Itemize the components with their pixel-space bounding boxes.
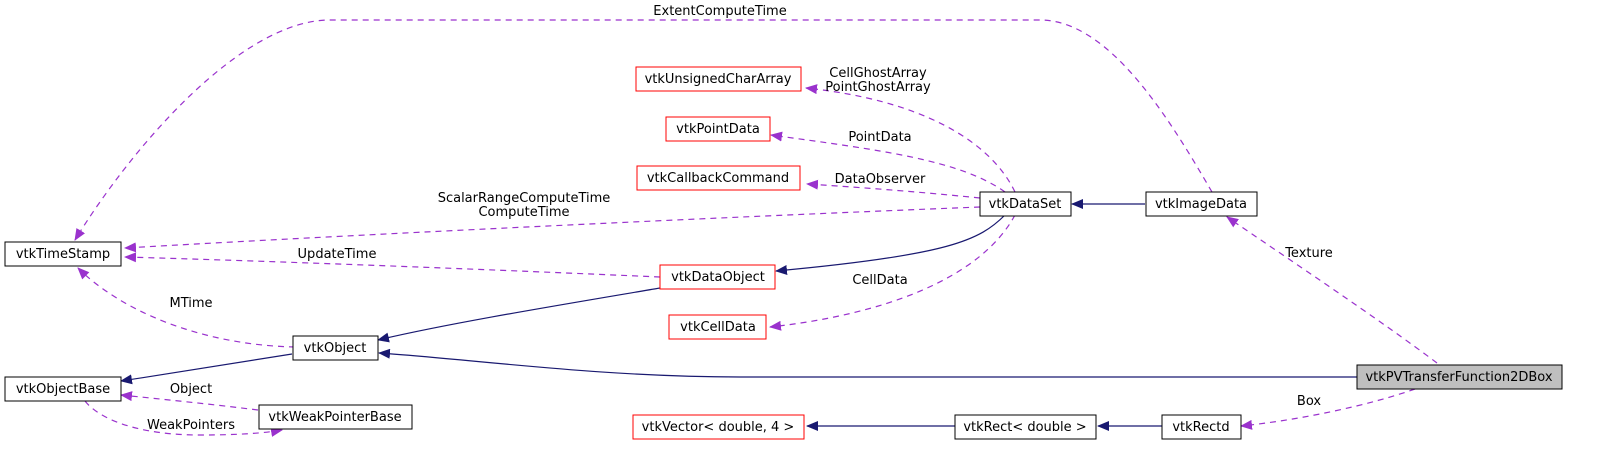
node-vtkRect-double[interactable]: vtkRect< double > (954, 414, 1097, 440)
node-label: vtkWeakPointerBase (268, 410, 401, 425)
node-vtkDataObject[interactable]: vtkDataObject (659, 264, 776, 290)
node-label: vtkDataObject (671, 270, 765, 285)
node-label: vtkPointData (676, 122, 760, 137)
edge-scalar-range-compute-time (124, 206, 981, 253)
node-label: vtkPVTransferFunction2DBox (1365, 370, 1552, 385)
edge-point-data (770, 131, 1006, 193)
edge-label-box: Box (1297, 394, 1321, 409)
node-vtkObject[interactable]: vtkObject (292, 335, 379, 361)
edge-label-scalar-range-compute-time: ScalarRangeComputeTime (438, 191, 611, 206)
node-label: vtkVector< double, 4 > (642, 420, 795, 435)
node-vtkCellData[interactable]: vtkCellData (668, 314, 767, 340)
node-label: vtkObjectBase (16, 382, 110, 397)
node-vtkPVTransferFunction2DBox[interactable]: vtkPVTransferFunction2DBox (1356, 364, 1563, 390)
edge-label-point-data: PointData (848, 130, 911, 145)
node-vtkImageData[interactable]: vtkImageData (1145, 191, 1258, 217)
edge-label-cell-ghost-array: CellGhostArray (829, 66, 927, 81)
edge-weak-pointers (84, 400, 283, 437)
node-vtkCallbackCommand[interactable]: vtkCallbackCommand (636, 165, 801, 191)
edge-label-update-time: UpdateTime (298, 247, 377, 262)
node-label: vtkUnsignedCharArray (645, 72, 792, 87)
edge-label-texture: Texture (1284, 246, 1333, 261)
edge-object-inherits-objectbase (120, 353, 293, 385)
node-label: vtkDataSet (989, 197, 1062, 212)
node-vtkTimeStamp[interactable]: vtkTimeStamp (4, 241, 122, 267)
node-label: vtkRectd (1172, 420, 1229, 435)
edge-label-point-ghost-array: PointGhostArray (825, 80, 931, 95)
node-label: vtkRect< double > (963, 420, 1086, 435)
node-vtkPointData[interactable]: vtkPointData (665, 116, 771, 142)
edge-pvtf2dbox-inherits-object (378, 348, 1357, 378)
node-vtkObjectBase[interactable]: vtkObjectBase (4, 376, 122, 402)
edge-box (1240, 388, 1416, 430)
edge-label-compute-time: ComputeTime (478, 205, 569, 220)
node-label: vtkImageData (1155, 197, 1247, 212)
edge-update-time (124, 252, 661, 278)
node-vtkWeakPointerBase[interactable]: vtkWeakPointerBase (258, 404, 413, 430)
node-vtkVector-double-4[interactable]: vtkVector< double, 4 > (632, 414, 805, 440)
node-label: vtkCellData (680, 320, 756, 335)
edge-dataset-inherits-dataobject (775, 214, 1006, 275)
edge-texture (1226, 216, 1438, 364)
edge-mtime (77, 267, 296, 348)
node-label: vtkTimeStamp (16, 247, 110, 262)
edge-extent-compute-time (74, 19, 1213, 241)
edge-cell-data (769, 214, 1016, 331)
edge-dataobject-inherits-object (377, 287, 661, 343)
edge-label-mtime: MTime (169, 296, 212, 311)
node-label: vtkCallbackCommand (647, 171, 789, 186)
node-vtkRectd[interactable]: vtkRectd (1161, 414, 1242, 440)
node-label: vtkObject (304, 341, 367, 356)
edge-ghost-arrays (805, 84, 1016, 193)
edge-label-object: Object (170, 382, 212, 397)
edge-label-weak-pointers: WeakPointers (147, 418, 235, 433)
edge-label-extent-compute-time: ExtentComputeTime (653, 4, 786, 19)
node-vtkDataSet[interactable]: vtkDataSet (979, 191, 1072, 217)
node-vtkUnsignedCharArray[interactable]: vtkUnsignedCharArray (635, 66, 802, 92)
edge-label-cell-data: CellData (852, 273, 907, 288)
edge-object (120, 391, 259, 411)
edge-label-data-observer: DataObserver (835, 172, 926, 187)
